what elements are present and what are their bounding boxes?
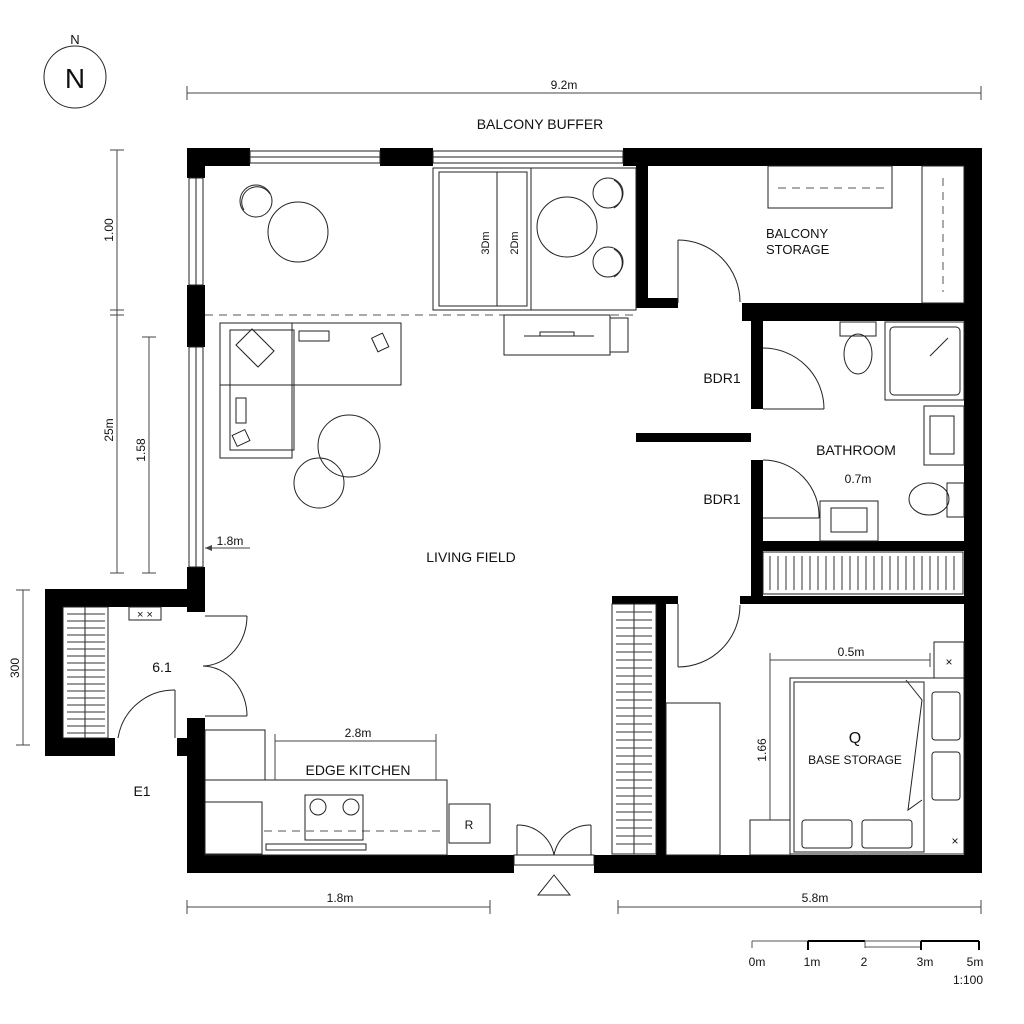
svg-text:3m: 3m	[917, 955, 934, 969]
balcony-furniture: 3Dm 2Dm	[239, 167, 637, 356]
living-wardrobe	[611, 603, 657, 855]
svg-text:1.00: 1.00	[102, 218, 116, 242]
fridge-label: R	[465, 818, 474, 832]
svg-text:× ×: × ×	[137, 609, 153, 621]
svg-text:BALCONY: BALCONY	[766, 226, 828, 241]
svg-text:×: ×	[951, 834, 958, 848]
svg-text:9.2m: 9.2m	[551, 78, 578, 92]
dimension-left: 1.00 25m 1.58 300	[8, 149, 156, 746]
dimension-bathroom: 0.7m	[845, 472, 872, 486]
room-label-entry-number: 6.1	[152, 659, 172, 675]
exterior-walls	[45, 148, 982, 873]
dimension-top-overall: 9.2m	[186, 78, 982, 100]
bedroom-doors	[677, 347, 825, 668]
scale-bar: 0m 1m 2 3m 5m 1:100	[749, 940, 984, 987]
svg-text:2: 2	[861, 955, 868, 969]
svg-text:0m: 0m	[749, 955, 766, 969]
windows	[188, 150, 624, 568]
entry-closet: × ×	[62, 606, 248, 739]
svg-text:×: ×	[945, 655, 952, 669]
bed-letter: Q	[849, 730, 861, 747]
kitchen: 2.8m	[204, 726, 491, 856]
svg-text:1.8m: 1.8m	[217, 534, 244, 548]
svg-text:STORAGE: STORAGE	[766, 242, 830, 257]
main-entrance-door	[513, 824, 595, 896]
bathroom-fixtures	[762, 321, 965, 595]
svg-text:2Dm: 2Dm	[509, 231, 521, 254]
room-label-entry: E1	[133, 783, 150, 799]
svg-text:3Dm: 3Dm	[480, 231, 492, 254]
dimension-bottom: 1.8m 5.8m	[186, 891, 982, 914]
room-label-bdr-upper: BDR1	[703, 370, 741, 386]
svg-text:1:100: 1:100	[953, 973, 983, 987]
svg-text:N: N	[70, 32, 79, 47]
dimension-window-offset: 1.8m	[205, 534, 250, 551]
balcony-storage-room: BALCONY STORAGE	[677, 165, 965, 304]
svg-text:25m: 25m	[102, 418, 116, 441]
svg-text:1.8m: 1.8m	[327, 891, 354, 905]
svg-text:5.8m: 5.8m	[802, 891, 829, 905]
svg-text:2.8m: 2.8m	[345, 726, 372, 740]
svg-text:1.58: 1.58	[134, 438, 148, 462]
bedroom-bed: × × 0.5m 1.66	[665, 641, 965, 856]
svg-text:N: N	[65, 63, 85, 94]
room-label-bedroom: BASE STORAGE	[808, 753, 902, 767]
room-label-kitchen: EDGE KITCHEN	[305, 762, 410, 778]
north-arrow-icon: N N	[43, 32, 107, 109]
room-label-bathroom: BATHROOM	[816, 442, 896, 458]
svg-text:0.5m: 0.5m	[838, 645, 865, 659]
room-label-bdr-lower: BDR1	[703, 491, 741, 507]
room-label-living: LIVING FIELD	[426, 549, 515, 565]
svg-text:1m: 1m	[804, 955, 821, 969]
svg-text:5m: 5m	[967, 955, 984, 969]
svg-text:1.66: 1.66	[755, 738, 769, 762]
svg-text:300: 300	[8, 658, 22, 678]
living-sofa	[219, 322, 402, 509]
room-label-balcony-buffer: BALCONY BUFFER	[477, 116, 604, 132]
